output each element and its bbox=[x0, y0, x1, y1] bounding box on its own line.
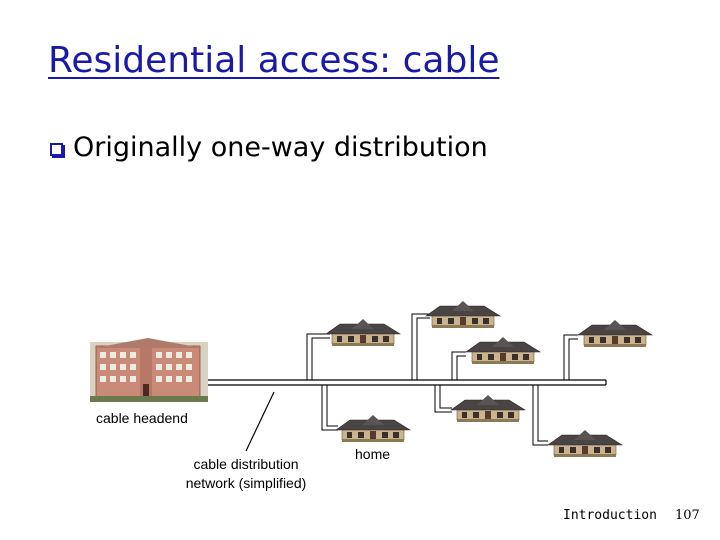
footer-section: Introduction bbox=[563, 508, 657, 523]
pointer-line bbox=[245, 391, 275, 452]
branch-cables bbox=[306, 313, 578, 446]
house-icon bbox=[547, 429, 623, 458]
home-label: home bbox=[355, 446, 391, 462]
network-label-line1: cable distribution bbox=[193, 456, 299, 472]
bullet-box-icon bbox=[50, 143, 63, 156]
house-icon bbox=[465, 336, 541, 365]
footer-page-number: 107 bbox=[675, 508, 700, 523]
house-icon bbox=[425, 300, 501, 329]
distribution-trunk-cable bbox=[208, 379, 607, 386]
house-icon bbox=[325, 318, 401, 347]
cable-headend-building-icon bbox=[90, 338, 208, 402]
bullet-item: Originally one-way distribution bbox=[50, 132, 488, 163]
house-icon bbox=[577, 319, 653, 348]
slide-title: Residential access: cable bbox=[48, 40, 500, 81]
house-icon bbox=[450, 394, 526, 423]
network-label-line2: network (simplified) bbox=[185, 475, 307, 491]
headend-label: cable headend bbox=[96, 410, 188, 426]
house-icon bbox=[335, 414, 411, 443]
bullet-text: Originally one-way distribution bbox=[73, 132, 488, 163]
